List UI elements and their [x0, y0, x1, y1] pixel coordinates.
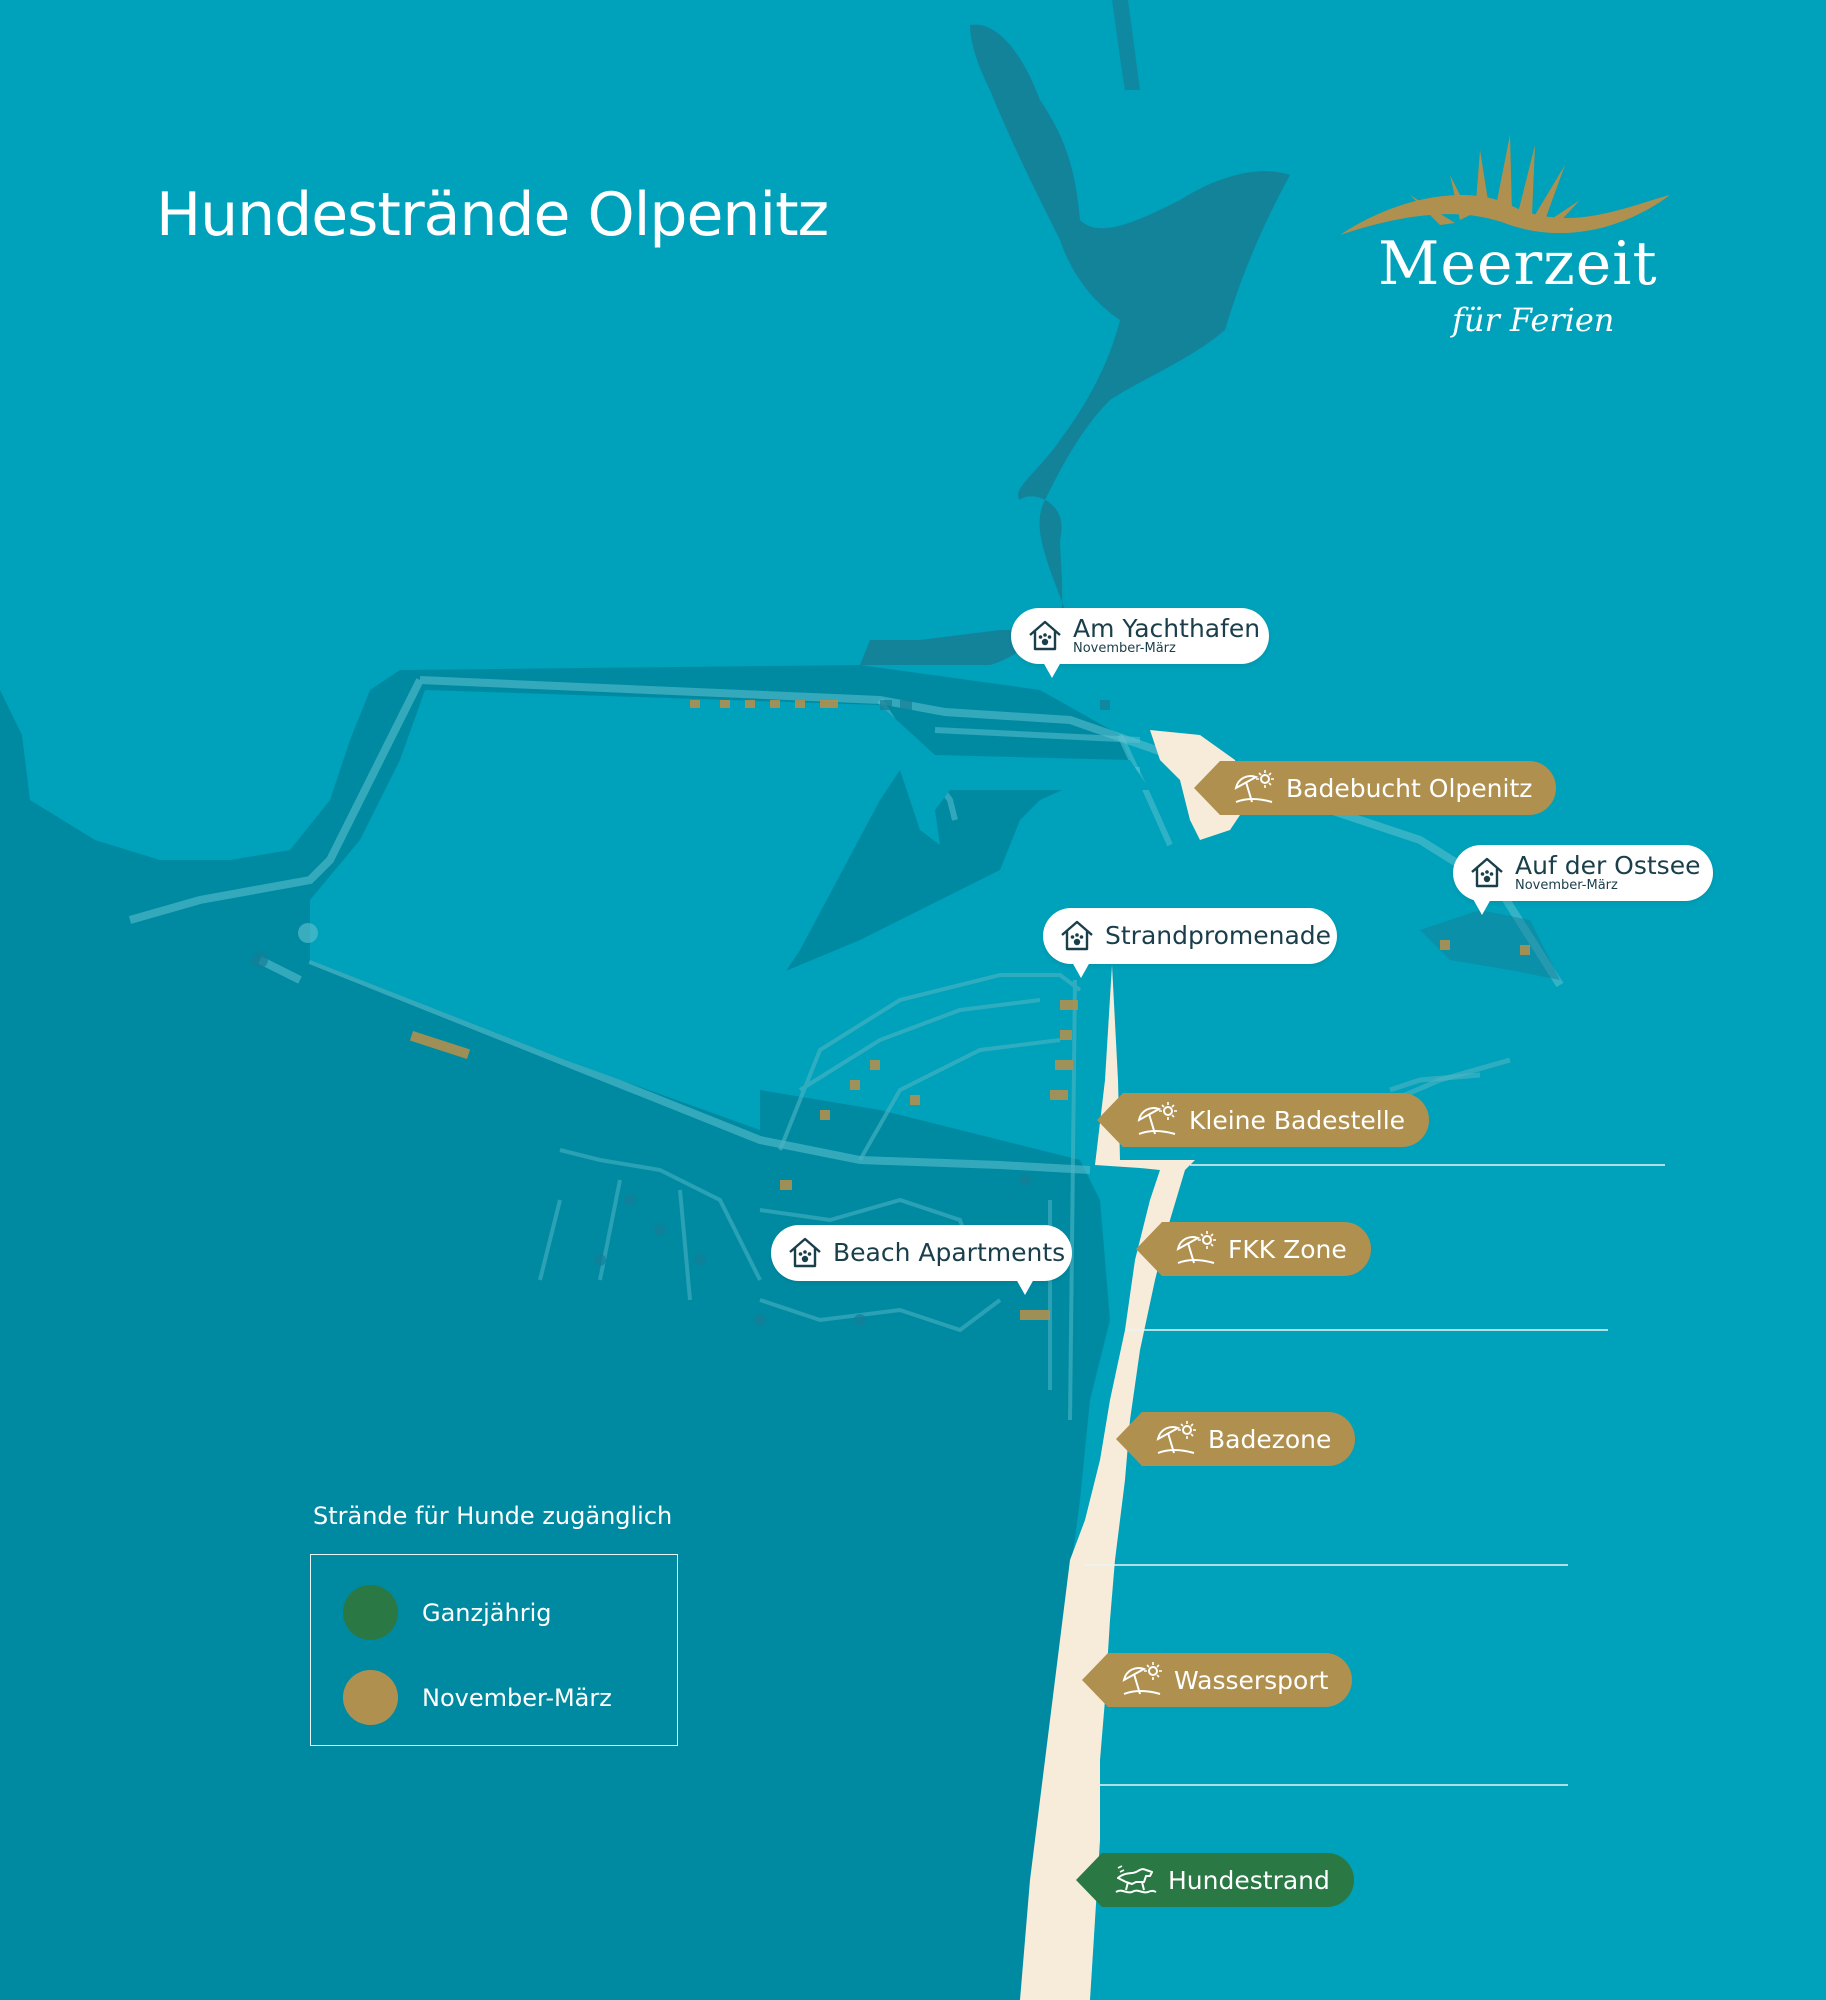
dog-beach-icon	[1115, 1865, 1157, 1894]
apartment-label: Strandpromenade	[1105, 921, 1332, 950]
house-paw-icon	[1029, 620, 1061, 651]
house-paw-icon	[789, 1237, 821, 1268]
beach-umbrella-icon	[1137, 1102, 1177, 1135]
beach-label: Hundestrand	[1168, 1865, 1330, 1895]
beach-pin-badezone[interactable]: Badezone	[1116, 1412, 1356, 1466]
beach-pin-badebucht-olpenitz[interactable]: Badebucht Olpenitz	[1194, 761, 1557, 815]
legend-item-november-maerz: November-März	[343, 1670, 612, 1725]
apartment-pin-auf-der-ostsee[interactable]: Auf der Ostsee November-März	[1453, 845, 1713, 915]
north-channel	[860, 24, 1290, 666]
land-area	[0, 665, 1130, 2000]
apartment-pin-beach-apartments[interactable]: Beach Apartments	[771, 1225, 1072, 1295]
apartment-pin-strandpromenade[interactable]: Strandpromenade	[1043, 908, 1337, 978]
marina-basin	[310, 690, 1150, 1130]
beach-label: Badebucht Olpenitz	[1286, 773, 1533, 803]
apartment-label: Am Yachthafen	[1073, 614, 1261, 643]
pin-tail	[1072, 962, 1090, 978]
legend-title: Strände für Hunde zugänglich	[313, 1502, 673, 1530]
legend-swatch-gold	[343, 1670, 398, 1725]
apartment-label: Beach Apartments	[833, 1238, 1066, 1267]
beach-label: Kleine Badestelle	[1189, 1105, 1406, 1135]
beach-label: Badezone	[1208, 1424, 1332, 1454]
pin-tail	[1043, 662, 1061, 678]
sun-logo-icon	[1340, 135, 1670, 235]
beach-umbrella-icon	[1122, 1662, 1162, 1695]
legend-item-ganzjaehrig: Ganzjährig	[343, 1585, 551, 1640]
house-paw-icon	[1471, 857, 1503, 888]
legend-label: November-März	[422, 1683, 612, 1712]
pin-tail	[1473, 899, 1491, 915]
house-paw-icon	[1061, 920, 1093, 951]
beach-pin-fkk-zone[interactable]: FKK Zone	[1136, 1222, 1371, 1276]
beach-umbrella-icon	[1156, 1421, 1196, 1454]
beach-pin-hundestrand[interactable]: Hundestrand	[1076, 1853, 1354, 1907]
beach-pin-kleine-badestelle[interactable]: Kleine Badestelle	[1097, 1093, 1430, 1147]
beach-umbrella-icon	[1176, 1231, 1216, 1264]
apartment-pin-am-yachthafen[interactable]: Am Yachthafen November-März	[1011, 608, 1269, 678]
logo-tagline: für Ferien	[1452, 301, 1615, 339]
apartment-label: Auf der Ostsee	[1515, 851, 1701, 880]
page-title: Hundestrände Olpenitz	[156, 180, 829, 250]
legend-label: Ganzjährig	[422, 1598, 552, 1627]
beach-label: FKK Zone	[1228, 1234, 1347, 1264]
beach-pin-wassersport[interactable]: Wassersport	[1082, 1653, 1353, 1707]
apartment-season: November-März	[1515, 878, 1618, 893]
logo-name: Meerzeit	[1378, 229, 1658, 299]
pin-tail	[1016, 1279, 1034, 1295]
legend: Ganzjährig November-März	[310, 1554, 678, 1746]
beach-umbrella-icon	[1234, 770, 1274, 803]
legend-swatch-green	[343, 1585, 398, 1640]
beach-label: Wassersport	[1174, 1665, 1329, 1695]
apartment-season: November-März	[1073, 641, 1176, 656]
meerzeit-logo: Meerzeit für Ferien	[1340, 125, 1680, 355]
